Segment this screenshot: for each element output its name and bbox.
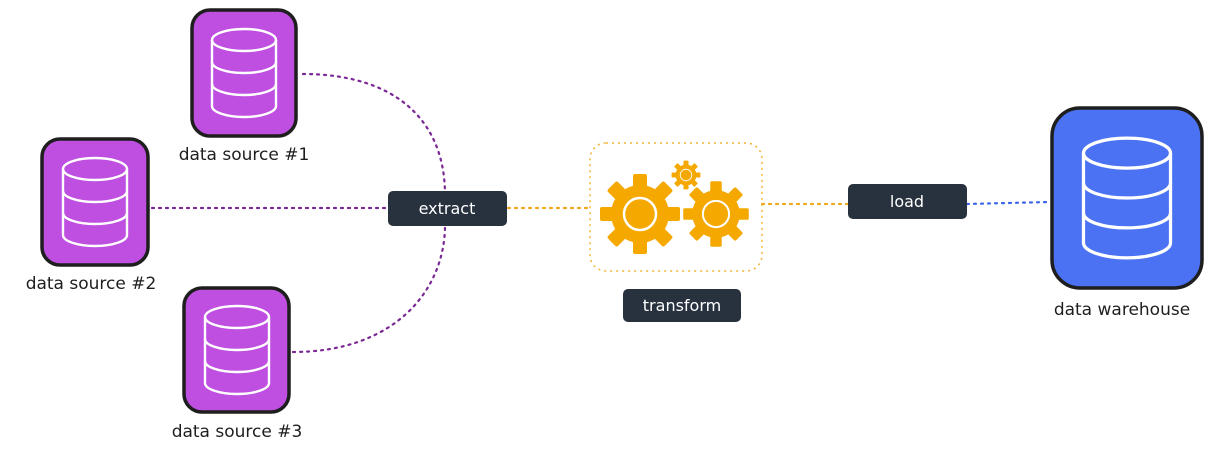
transform-step: transform [589, 142, 763, 322]
link-source3-extract [291, 223, 447, 354]
data-source-2-label: data source #2 [26, 274, 157, 294]
load-label: load [890, 192, 924, 211]
data-source-1-label: data source #1 [179, 145, 310, 165]
transform-frame [589, 142, 763, 272]
data-source-1: data source #1 [179, 8, 310, 165]
data-warehouse: data warehouse [1050, 106, 1204, 320]
extract-label: extract [419, 199, 476, 218]
data-source-3: data source #3 [172, 286, 303, 442]
extract-step: extract [388, 191, 507, 226]
gears-icon [598, 160, 750, 256]
data-warehouse-label: data warehouse [1054, 300, 1190, 320]
transform-label: transform [643, 296, 721, 315]
link-load-warehouse [965, 200, 1052, 206]
link-source1-extract [301, 72, 447, 197]
load-step: load [848, 184, 967, 219]
data-source-2: data source #2 [26, 137, 157, 294]
data-source-3-label: data source #3 [172, 422, 303, 442]
